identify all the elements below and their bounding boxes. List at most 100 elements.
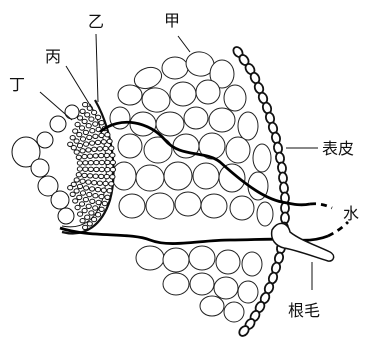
stele-small-cell [90, 141, 95, 145]
leader-yi [96, 34, 98, 102]
stele-small-cell [86, 180, 91, 184]
stele-small-cell [83, 167, 88, 171]
stele-small-cell [93, 206, 98, 210]
stele-small-cell [80, 149, 85, 153]
stele-small-cell [105, 160, 110, 164]
stele-small-cell [76, 155, 81, 159]
stele-small-cell [80, 191, 85, 195]
label-jia: 甲 [164, 11, 180, 30]
stele-cell [65, 105, 79, 119]
stele-small-cell [93, 154, 98, 158]
stele-small-cell [83, 130, 88, 134]
cortex-cell [224, 85, 246, 111]
stele-small-cell [95, 187, 100, 191]
stele-small-cell [89, 211, 94, 215]
cortex-cell [156, 112, 184, 136]
stele-small-cell [99, 160, 104, 164]
water-path-lower-dashed [328, 222, 348, 236]
stele-small-cell [93, 134, 98, 138]
cortex-cell [118, 134, 142, 158]
stele-small-cell [78, 116, 83, 120]
stele-small-cell [87, 135, 92, 139]
stele-small-cell [99, 153, 104, 157]
cortex-cell [136, 165, 164, 191]
stele-small-cell [94, 167, 99, 171]
stele-small-cell [110, 167, 115, 171]
stele-small-cell [110, 160, 115, 164]
stele-small-cell [76, 173, 81, 177]
stele-small-cell [87, 222, 92, 226]
stele-small-cell [94, 160, 99, 164]
cortex-cell [226, 137, 250, 163]
label-yi: 乙 [88, 12, 104, 31]
stele-small-cell [79, 202, 84, 206]
stele-small-cell [99, 121, 104, 125]
stele-small-cell [93, 122, 98, 126]
stele-small-cell [90, 187, 95, 191]
stele-small-cell [92, 110, 97, 114]
label-water: 水 [343, 204, 359, 223]
cortex-cell [175, 192, 201, 216]
stele-small-cell [83, 161, 88, 165]
stele-small-cell [74, 178, 79, 182]
cortex-cell [238, 281, 258, 303]
stele-small-cell [87, 192, 92, 196]
stele-small-cell [92, 147, 97, 151]
stele-small-cell [78, 212, 83, 216]
label-bing: 丙 [45, 47, 61, 66]
cortex-cell [184, 107, 208, 129]
stele-small-cell [99, 194, 104, 198]
stele-cell [50, 116, 66, 132]
stele-small-cell [104, 153, 109, 157]
cortex-cell [193, 163, 219, 189]
stele-small-cell [75, 122, 80, 126]
stele-cell [51, 191, 69, 209]
cortex-cell [190, 273, 214, 295]
stele-small-cell [86, 148, 91, 152]
stele-small-cell [99, 174, 104, 178]
cortex-cell [257, 202, 273, 226]
stele-small-cell [96, 200, 101, 204]
stele-small-cell [77, 184, 82, 188]
stele-small-cell [86, 124, 91, 128]
stele-small-cell [93, 174, 98, 178]
stele-small-cell [70, 192, 75, 196]
stele-small-cell [71, 146, 76, 150]
cortex-cell [136, 246, 164, 270]
stele-small-cell [80, 137, 85, 141]
stele-small-cell [77, 167, 82, 171]
stele-small-cell [88, 167, 93, 171]
label-epidermis: 表皮 [322, 139, 354, 158]
stele-small-cell [88, 174, 93, 178]
stele-small-cell [88, 161, 93, 165]
stele-small-cell [82, 173, 87, 177]
stele-small-cell [109, 146, 114, 150]
stele-small-cell [73, 199, 78, 203]
cortex-cell [146, 193, 174, 219]
stele-small-cell [103, 181, 108, 185]
stele-small-cell [80, 109, 85, 113]
cortex-cell [216, 250, 240, 274]
stele-small-cell [80, 219, 85, 223]
cortex-cell [242, 252, 262, 276]
leader-jia [178, 36, 190, 52]
stele-small-cell [84, 142, 89, 146]
stele-small-cell [88, 154, 93, 158]
stele-small-cell [83, 197, 88, 201]
cortex-cell [118, 85, 142, 105]
stele-small-cell [92, 217, 97, 221]
cortex-cell [112, 162, 136, 190]
stele-small-cell [84, 186, 89, 190]
stele-small-cell [77, 161, 82, 165]
cortex-cell [163, 248, 189, 272]
stele-small-cell [97, 147, 102, 151]
label-ding: 丁 [9, 75, 25, 94]
stele-small-cell [83, 102, 88, 106]
cortex-cell [144, 137, 172, 163]
stele-small-cell [82, 119, 87, 123]
stele-small-cell [68, 186, 73, 190]
cortex-cell [163, 273, 189, 295]
stele-small-cell [82, 208, 87, 212]
cortex-cell [200, 296, 224, 316]
cortex-cell [196, 80, 220, 104]
